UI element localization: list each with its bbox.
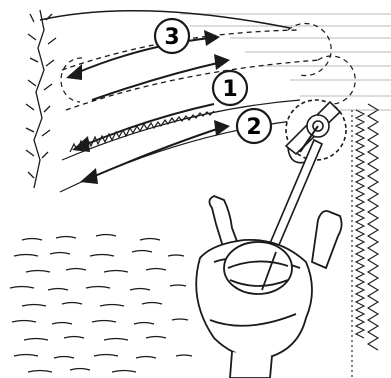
swath-start-arc — [60, 57, 83, 103]
callout-step-2: 2 — [235, 107, 273, 145]
swath-end-arc-3 — [287, 22, 332, 77]
arrowhead-1-left — [72, 136, 90, 152]
hedge-right-icon — [351, 103, 380, 378]
operator-icon — [195, 195, 343, 378]
hedge-left-icon — [25, 9, 57, 189]
callout-step-3-label: 3 — [164, 25, 179, 50]
background-bands — [180, 13, 391, 111]
callout-step-3: 3 — [153, 17, 191, 55]
arrowhead-3-left — [66, 64, 82, 80]
swath-1-dashed — [65, 59, 321, 111]
arrow-swath-3-return — [91, 61, 223, 101]
arrowhead-3b-right — [214, 54, 230, 70]
arrowhead-2-left — [80, 168, 98, 184]
trimmer-shaft — [266, 138, 324, 254]
water-icon — [9, 233, 193, 373]
arrowhead-3-right — [204, 30, 220, 46]
arrow-swath-2 — [89, 127, 221, 179]
swath-end-arc-1 — [317, 55, 356, 105]
grass-top-arc — [39, 9, 291, 29]
arrow-swath-1 — [81, 103, 215, 147]
arrow-swath-3 — [73, 37, 211, 75]
arrowhead-2-right — [214, 120, 230, 136]
trimmer-head-icon — [284, 99, 347, 164]
callout-step-1: 1 — [211, 69, 249, 107]
callout-step-1-label: 1 — [222, 77, 237, 102]
callout-step-2-label: 2 — [246, 115, 261, 140]
